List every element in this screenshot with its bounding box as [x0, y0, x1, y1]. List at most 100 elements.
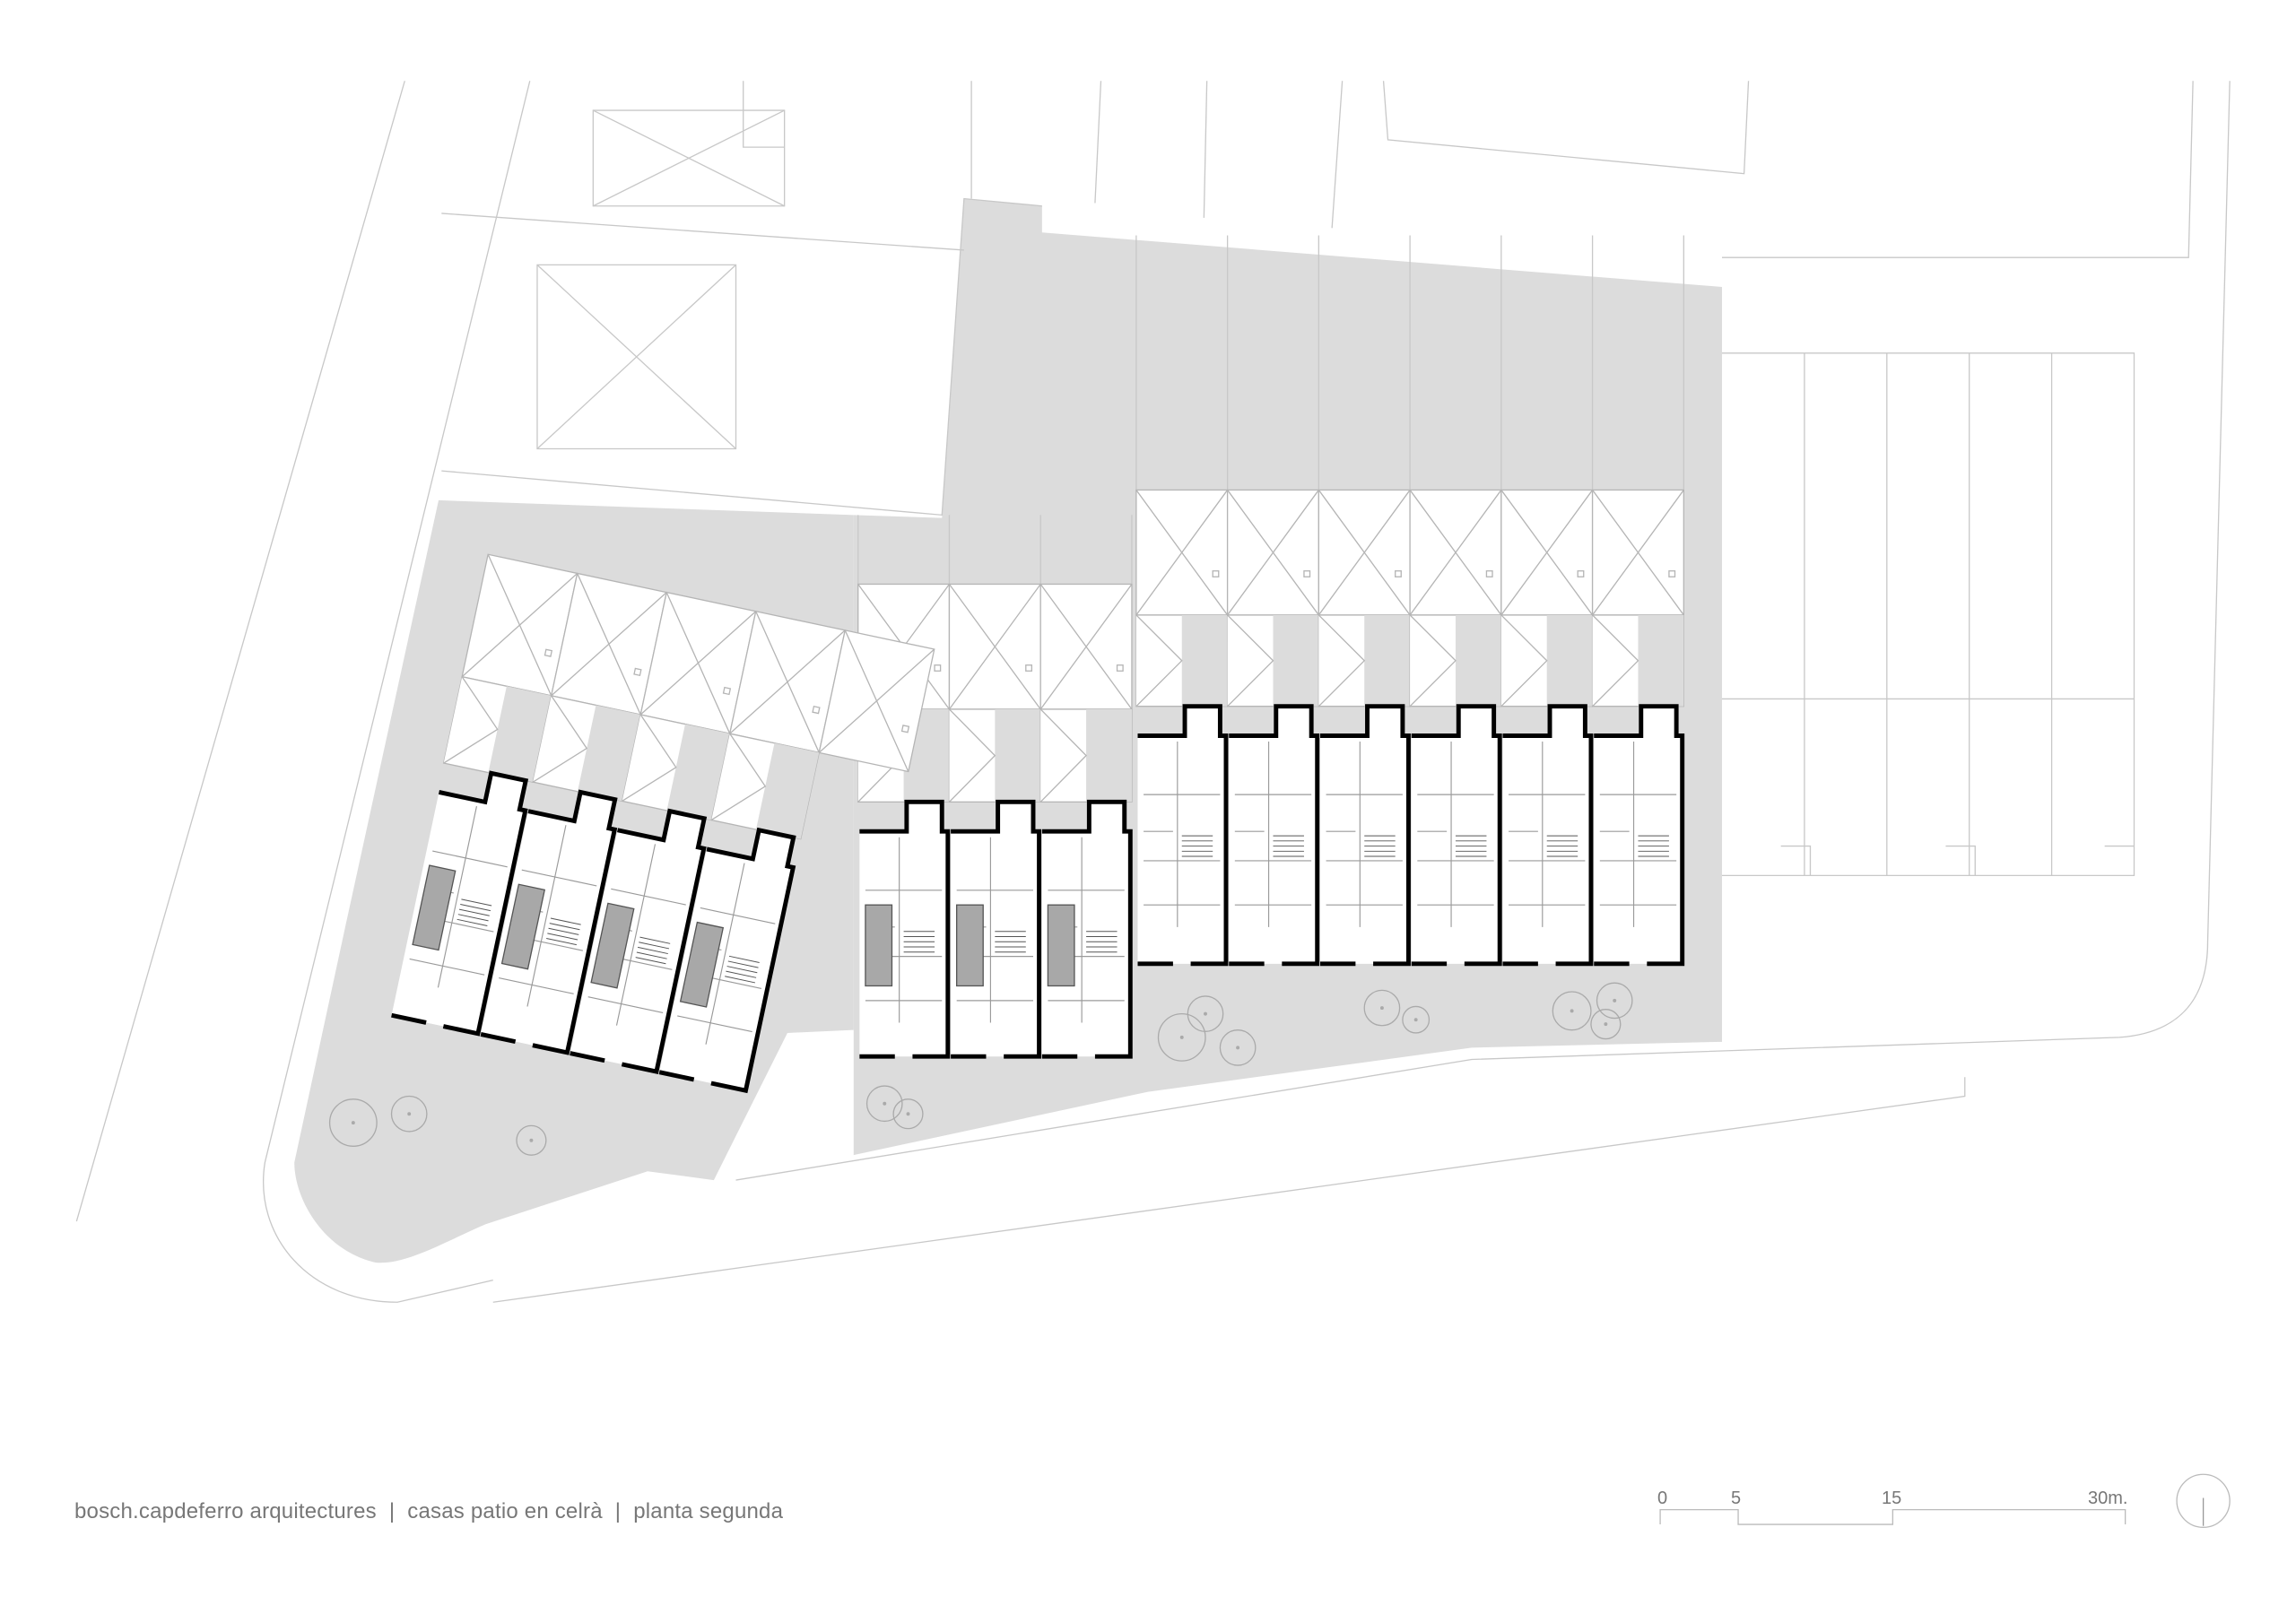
patio-strip	[1135, 614, 1229, 707]
interior-wall	[705, 863, 745, 1045]
patio-strip	[1226, 614, 1320, 707]
dwelling-unit	[658, 827, 796, 1094]
interior-wall	[432, 850, 508, 868]
roof-right-1	[1226, 489, 1320, 616]
patio-strip	[1409, 614, 1502, 707]
patio-line	[1039, 708, 1087, 803]
roof-left-4	[818, 629, 935, 773]
roof-right-3	[1409, 489, 1502, 616]
roof-vent	[1303, 570, 1311, 577]
patio-line	[710, 733, 767, 821]
unit-stair-tower	[1367, 706, 1403, 739]
unit-stair-tower	[1089, 802, 1125, 835]
dwelling-unit	[1594, 704, 1685, 967]
interior-wall	[700, 907, 776, 924]
drawing-name: planta segunda	[633, 1499, 784, 1523]
stair-tread	[726, 966, 758, 974]
scale-label-30: 30m.	[2088, 1488, 2128, 1508]
roof-vent	[1577, 570, 1585, 577]
tree-9	[1402, 1005, 1431, 1034]
roof-left-2	[639, 591, 757, 734]
patio-strip	[442, 675, 552, 783]
stair-tread	[461, 898, 492, 907]
unit-fill	[391, 792, 526, 1034]
tree-trunk	[1570, 1009, 1574, 1013]
patio-court	[1546, 614, 1593, 707]
scale-bar	[1659, 1508, 2126, 1525]
stair-tread	[637, 946, 668, 955]
unit-stair-tower	[573, 792, 615, 831]
light-well	[500, 883, 546, 970]
road-line-3	[735, 81, 2231, 1181]
roof-vent	[544, 648, 553, 657]
unit-fill	[1594, 735, 1683, 964]
roof-ridge	[948, 584, 1041, 710]
light-well	[1047, 904, 1075, 987]
patio-court	[666, 724, 730, 820]
light-well	[679, 921, 725, 1008]
unit-stair-tower	[906, 802, 943, 835]
road-line-10	[743, 81, 785, 148]
patio-line	[1135, 614, 1183, 707]
tree-trunk	[1379, 1006, 1384, 1011]
road-line-23	[1780, 845, 1812, 876]
interior-wall	[615, 844, 657, 1026]
north-arrow-icon	[2176, 1473, 2231, 1528]
light-well	[956, 904, 984, 987]
tree-trunk	[407, 1112, 412, 1116]
dwelling-unit	[1320, 704, 1411, 967]
dwelling-unit	[1041, 799, 1133, 1059]
road-line-0	[75, 81, 405, 1222]
stair-tread	[639, 936, 671, 944]
roof-ridge	[639, 592, 757, 734]
patio-court	[1364, 614, 1411, 707]
roof-plans	[442, 489, 1684, 840]
patio-line	[1318, 614, 1366, 707]
patio-strip	[710, 733, 821, 840]
patio-line	[443, 676, 499, 764]
roof-vent	[1485, 570, 1493, 577]
stair-tread	[726, 970, 757, 978]
patio-court	[995, 708, 1041, 803]
road-line-12	[1094, 81, 1102, 204]
roof-ridge	[1500, 490, 1594, 616]
unit-stair-tower	[997, 802, 1033, 835]
patio-court	[1455, 614, 1501, 707]
patio-strip	[621, 714, 731, 821]
stair-tread	[636, 951, 667, 959]
roof-ridge	[1318, 490, 1411, 616]
road-line-2	[492, 1077, 1966, 1303]
roof-vent	[934, 664, 942, 672]
unit-stair-tower	[1640, 706, 1677, 739]
exterior-wall	[570, 808, 708, 1074]
tree-2	[516, 1124, 547, 1156]
stair-tread	[549, 923, 580, 931]
patio-strip	[1318, 614, 1411, 707]
tree-6	[1187, 995, 1224, 1032]
project-name: casas patio en celrà	[407, 1499, 603, 1523]
exterior-wall	[1041, 799, 1133, 1059]
exterior-wall	[1594, 704, 1685, 967]
roof-vent	[722, 686, 732, 696]
dwelling-unit	[1229, 704, 1320, 967]
light-well	[412, 864, 457, 951]
roof-ridge	[1227, 490, 1319, 616]
unit-fill	[1502, 735, 1591, 964]
dwelling-unit	[951, 799, 1042, 1059]
roof-right-5	[1591, 489, 1684, 616]
tree-trunk	[1604, 1022, 1608, 1027]
exterior-wall	[1229, 704, 1320, 967]
roof-vent	[1395, 570, 1402, 577]
tree-11	[1596, 982, 1633, 1020]
trees	[328, 982, 1633, 1156]
patio-strip	[1500, 614, 1594, 707]
dwelling-unit	[1137, 704, 1229, 967]
patio-line	[1500, 614, 1548, 707]
stair-tread	[546, 937, 577, 946]
scale-label-0: 0	[1657, 1488, 1668, 1508]
tree-trunk	[1236, 1046, 1240, 1050]
roof-ridge	[1409, 490, 1502, 616]
unit-fill	[570, 829, 704, 1072]
tree-trunk	[1179, 1035, 1184, 1039]
